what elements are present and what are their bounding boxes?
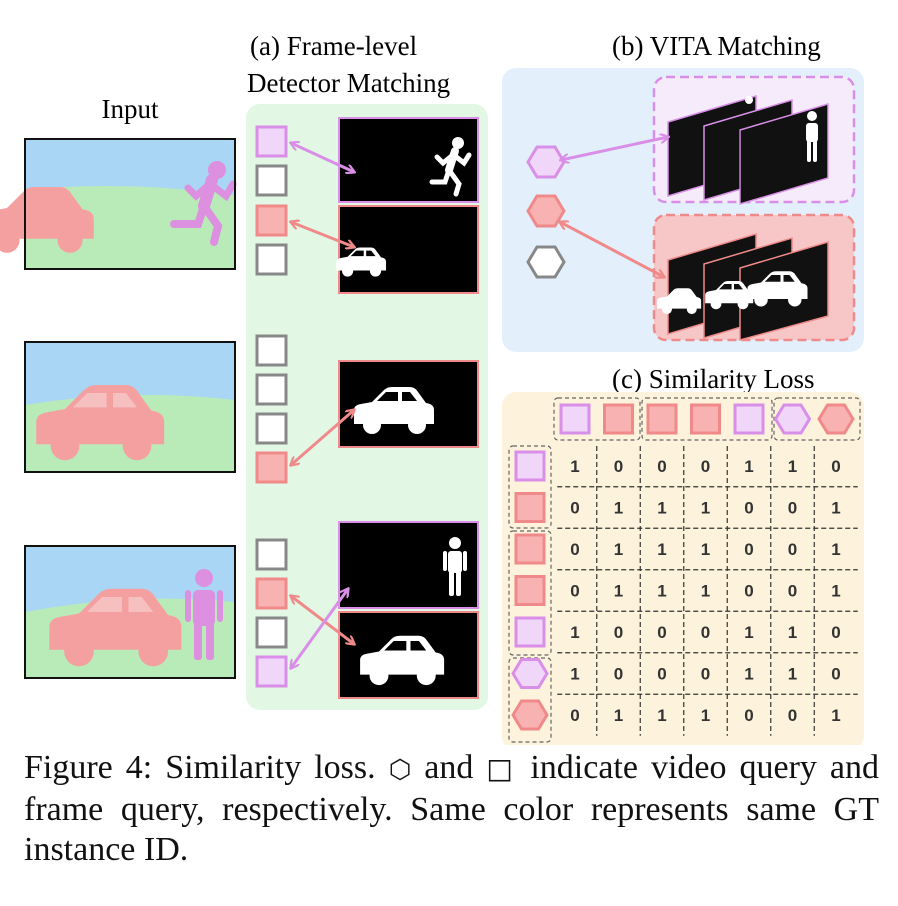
matrix-grid	[557, 446, 858, 736]
input-frame-2	[24, 341, 236, 473]
matrix-cell: 1	[788, 457, 797, 476]
matrix-cell: 1	[657, 582, 666, 601]
similarity-loss-title: (c) Similarity Loss	[612, 364, 814, 394]
frame-matching-arrows	[291, 143, 354, 668]
frame-level-title-1: (a) Frame-level	[250, 31, 417, 61]
matrix-cell: 0	[570, 706, 579, 725]
caption-part-1: Figure 4: Similarity loss.	[24, 749, 389, 786]
matrix-cell: 1	[831, 499, 840, 518]
row-header-violet-hex	[511, 658, 549, 689]
matrix-cell: 1	[657, 706, 666, 725]
matrix-cell: 0	[657, 457, 666, 476]
matrix-cell: 0	[570, 499, 579, 518]
matrix-cell: 1	[614, 540, 623, 559]
vita-matching-title: (b) VITA Matching	[612, 31, 821, 61]
caption-part-3: indicate video query and frame query, re…	[24, 749, 888, 868]
matrix-cell: 1	[788, 665, 797, 684]
runner-mask	[429, 137, 472, 197]
standing-person-mask	[443, 537, 467, 596]
matrix-cell: 0	[788, 582, 797, 601]
caption-square-symbol: □	[486, 752, 518, 785]
matrix-cell: 1	[831, 540, 840, 559]
matrix-cell: 0	[570, 582, 579, 601]
matrix-cell: 0	[744, 706, 753, 725]
matrix-cell: 0	[570, 540, 579, 559]
matrix-cell: 0	[788, 540, 797, 559]
matrix-column-headers	[559, 403, 855, 435]
input-frame-3	[24, 545, 236, 679]
row-header-pink-hex	[511, 699, 549, 731]
matrix-cell: 1	[831, 582, 840, 601]
matrix-cells: 1 0 0 0 1 1 0 0 1 1 1 0 0 1 0 1 1 1 0 0 1 0 1 1 1 0 0 1 1 0 0 0 1 1 0 1 0 0 0 1…	[570, 457, 840, 725]
input-label: Input	[102, 94, 159, 124]
row-header-pink-square	[514, 575, 546, 606]
frame-level-title-2: Detector Matching	[247, 68, 450, 98]
row-header-pink-square	[514, 492, 546, 523]
matrix-cell: 1	[657, 540, 666, 559]
matrix-cell: 1	[744, 623, 753, 642]
caption-part-2: and	[411, 749, 487, 786]
matrix-cell: 0	[701, 665, 710, 684]
matrix-cell: 1	[788, 623, 797, 642]
matrix-cell: 1	[701, 540, 710, 559]
matrix-cell: 0	[744, 499, 753, 518]
matrix-cell: 1	[744, 665, 753, 684]
matrix-cell: 0	[614, 457, 623, 476]
matrix-cell: 0	[788, 499, 797, 518]
caption-hex-symbol: ⬡	[388, 755, 412, 785]
matrix-cell: 0	[701, 623, 710, 642]
matrix-cell: 1	[701, 706, 710, 725]
matrix-cell: 0	[657, 623, 666, 642]
matrix-cell: 1	[614, 582, 623, 601]
matrix-cell: 0	[614, 623, 623, 642]
similarity-panel	[502, 392, 864, 745]
frame-masks	[336, 117, 479, 699]
col-header-violet-square	[733, 403, 765, 435]
frame-queries	[255, 125, 288, 688]
matrix-cell: 1	[701, 582, 710, 601]
col-header-pink-square	[646, 403, 678, 435]
matrix-cell: 0	[831, 665, 840, 684]
standing-person	[185, 569, 223, 660]
row-header-pink-square	[514, 533, 546, 565]
vita-matching-arrows	[560, 137, 668, 277]
matrix-cell: 1	[570, 665, 579, 684]
matrix-cell: 0	[614, 665, 623, 684]
figure-diagram: Input (a) Frame-level Detector Matching …	[0, 31, 864, 745]
matrix-cell: 0	[657, 665, 666, 684]
matrix-cell: 0	[744, 540, 753, 559]
matrix-cell: 1	[831, 706, 840, 725]
matrix-cell: 0	[831, 457, 840, 476]
col-header-violet-square	[559, 403, 591, 435]
matrix-cell: 1	[570, 623, 579, 642]
runner-figure	[170, 161, 237, 246]
video-queries	[526, 145, 566, 279]
matrix-cell: 1	[657, 499, 666, 518]
matrix-cell: 0	[744, 582, 753, 601]
row-header-violet-square	[514, 616, 546, 648]
input-frame-1	[0, 138, 237, 270]
col-header-pink-hex	[817, 403, 855, 435]
matrix-cell: 1	[614, 499, 623, 518]
matrix-cell: 0	[788, 706, 797, 725]
figure-caption: Figure 4: Similarity loss. ⬡ and □ indic…	[24, 748, 879, 870]
matrix-row-headers	[511, 450, 549, 731]
row-header-violet-square	[514, 450, 546, 482]
violet-stack-person	[745, 96, 818, 162]
col-header-violet-hex	[773, 403, 812, 435]
matrix-cell: 1	[570, 457, 579, 476]
col-header-pink-square	[690, 403, 721, 435]
col-header-pink-square	[603, 403, 634, 435]
matrix-cell: 1	[701, 499, 710, 518]
matrix-cell: 0	[701, 457, 710, 476]
matrix-cell: 1	[744, 457, 753, 476]
matrix-cell: 0	[831, 623, 840, 642]
matrix-cell: 1	[614, 706, 623, 725]
violet-stack	[667, 94, 828, 204]
